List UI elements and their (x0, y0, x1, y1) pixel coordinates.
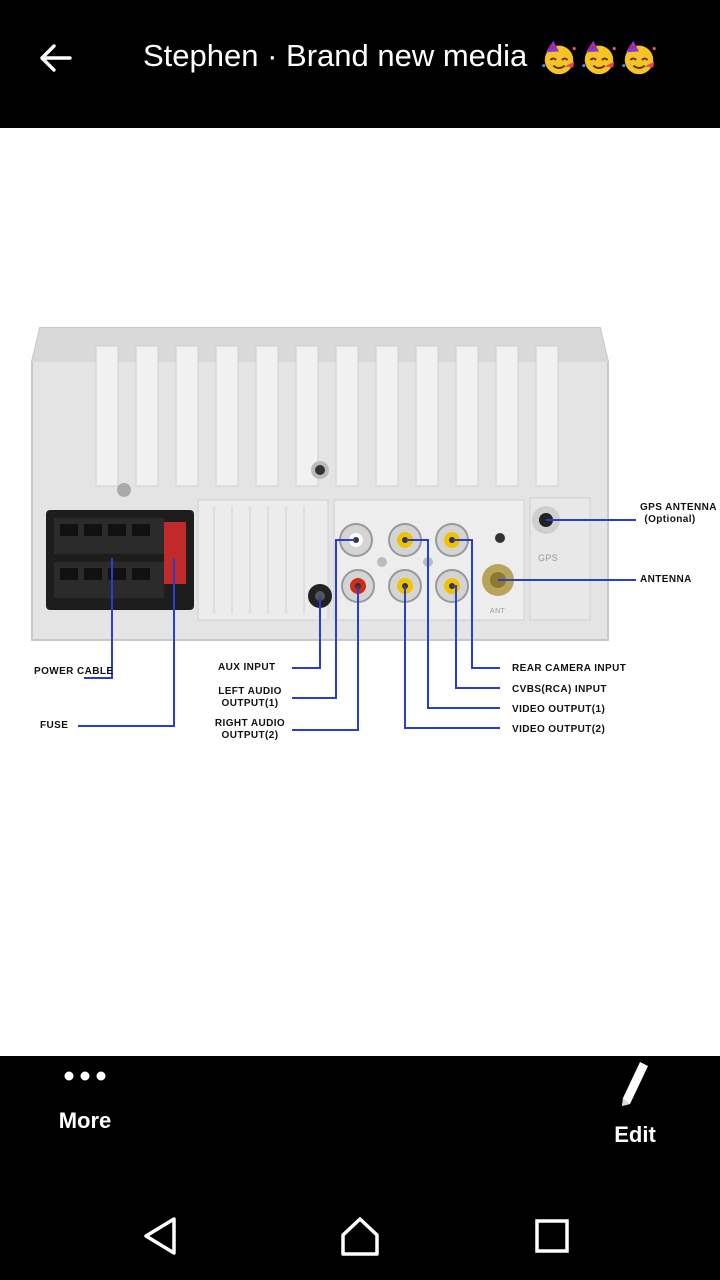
label-gps-antenna-note: (Optional) (644, 514, 696, 525)
conversation-title: Stephen · Brand new media (143, 38, 528, 73)
nav-recents-button[interactable] (527, 1212, 577, 1260)
nav-back-button[interactable] (135, 1212, 185, 1260)
pencil-icon (622, 1062, 648, 1106)
label-left-audio-output: LEFT AUDIO OUTPUT(1) (218, 686, 282, 709)
label-video-output-2: VIDEO OUTPUT(2) (512, 724, 606, 735)
label-ant-port: ANT (490, 608, 506, 615)
more-button[interactable]: More (44, 1070, 126, 1134)
more-button-label: More (58, 1108, 112, 1133)
label-cvbs-input: CVBS(RCA) INPUT (512, 684, 607, 695)
label-fuse: FUSE (40, 720, 69, 731)
back-triangle-icon (144, 1217, 176, 1255)
recents-square-icon (535, 1219, 569, 1253)
label-video-output-1: VIDEO OUTPUT(1) (512, 704, 606, 715)
partying-face-emoji-icon (622, 40, 656, 75)
system-navigation-bar (0, 1190, 720, 1280)
label-gps-antenna: GPS ANTENNA (Optional) (640, 502, 717, 525)
emoji-group (540, 39, 658, 77)
label-right-audio-output: RIGHT AUDIO OUTPUT(2) (214, 718, 286, 741)
home-icon (341, 1217, 379, 1256)
top-app-bar: Stephen · Brand new media (0, 0, 720, 128)
label-antenna: ANTENNA (640, 574, 692, 585)
edit-button[interactable]: Edit (596, 1060, 674, 1148)
media-image[interactable]: GPS ANTENNA (Optional) ANTENNA POWER CAB… (0, 128, 720, 1056)
label-rear-camera-input: REAR CAMERA INPUT (512, 663, 627, 674)
nav-home-button[interactable] (335, 1212, 385, 1260)
back-button[interactable] (30, 36, 82, 80)
label-gps-port: GPS (538, 553, 559, 563)
partying-face-emoji-icon (582, 40, 616, 75)
arrow-left-icon (40, 44, 72, 72)
label-power-cable: POWER CABLE (34, 666, 114, 677)
partying-face-emoji-icon (542, 40, 576, 75)
label-aux-input: AUX INPUT (218, 662, 276, 673)
more-dots-icon (64, 1071, 106, 1081)
car-stereo-rear-panel-diagram (31, 327, 636, 731)
edit-button-label: Edit (614, 1122, 656, 1147)
bottom-action-bar: More Edit (0, 1056, 720, 1190)
